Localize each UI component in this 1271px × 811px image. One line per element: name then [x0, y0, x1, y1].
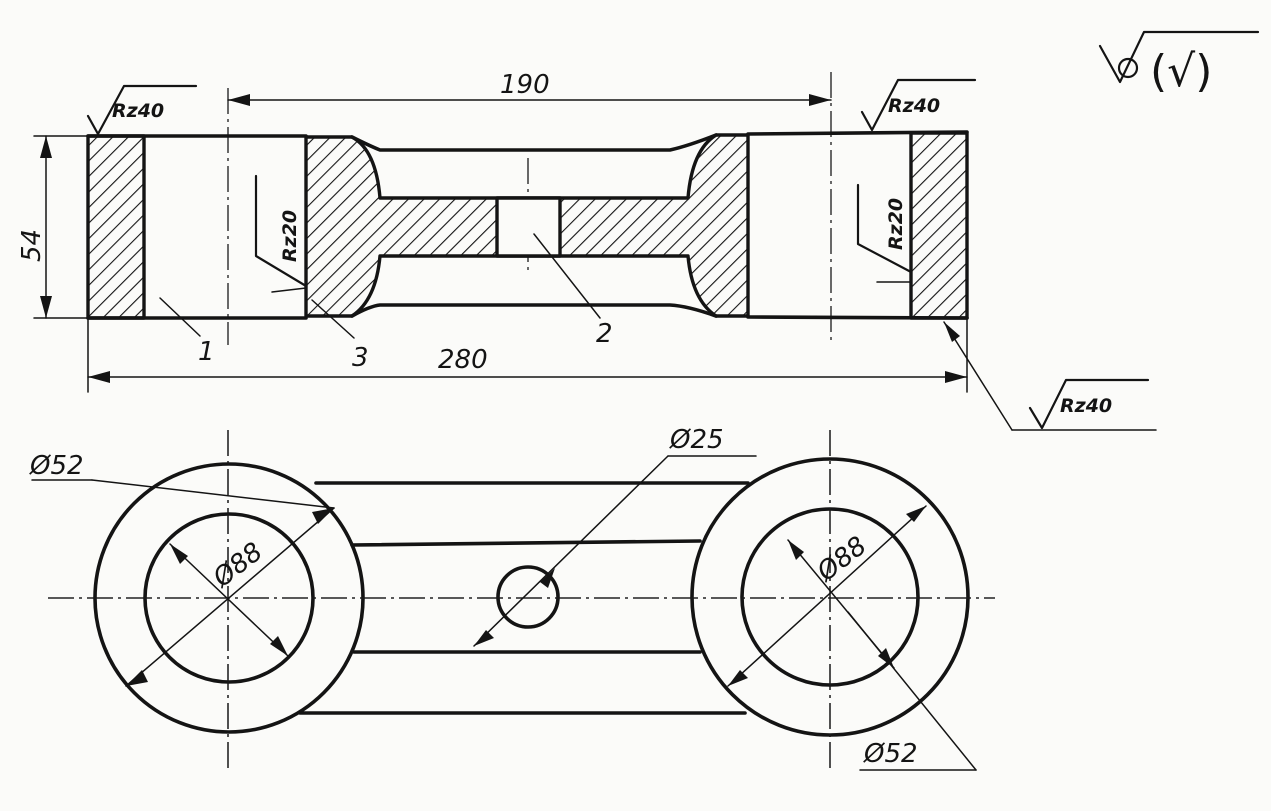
center-hole-section — [495, 196, 562, 258]
outline-bottom-right — [746, 315, 969, 320]
dimension-dia25: Ø25 — [473, 425, 757, 647]
dimension-dia88-left: Ø88 — [169, 537, 289, 657]
callout-1: 1 — [159, 297, 215, 367]
section-view — [86, 72, 969, 345]
callout-3: 3 — [311, 299, 369, 373]
roughness-bore-right-label: Rz20 — [885, 198, 907, 250]
dimension-dia25-label: Ø25 — [669, 425, 724, 455]
roughness-bore-left: Rz20 — [254, 174, 308, 293]
web-lower-flange — [350, 303, 718, 318]
roughness-bottom-right-label: Rz40 — [1060, 395, 1112, 417]
roughness-top-right: Rz40 — [860, 78, 977, 132]
web-upper-flange — [350, 133, 718, 152]
dimension-dia52-right: Ø52 — [727, 505, 977, 771]
roughness-top-left: Rz40 — [86, 84, 198, 136]
dimension-190: 190 — [227, 70, 832, 106]
dimension-54: 54 — [17, 135, 89, 319]
dimension-dia52-left: Ø52 — [29, 451, 335, 687]
roughness-bore-left-label: Rz20 — [279, 210, 301, 262]
left-end-wall-section — [86, 134, 146, 320]
center-hole-circle — [496, 565, 560, 629]
dimension-190-label: 190 — [500, 70, 550, 100]
callout-3-label: 3 — [352, 343, 369, 373]
right-end-wall-section — [909, 131, 969, 320]
callout-2: 2 — [533, 233, 613, 349]
callout-1-label: 1 — [198, 337, 215, 367]
dimension-280-label: 280 — [438, 345, 488, 375]
arm-inner-top — [350, 539, 702, 547]
dimension-dia52-right-label: Ø52 — [863, 739, 918, 769]
roughness-bore-right: Rz20 — [856, 183, 913, 283]
dimension-dia88-left-label: Ø88 — [207, 537, 268, 594]
roughness-general-label: (√) — [1150, 46, 1212, 97]
roughness-general-symbol: (√) — [1098, 30, 1260, 97]
plan-view — [48, 430, 995, 770]
callout-2-label: 2 — [596, 319, 613, 349]
roughness-top-right-label: Rz40 — [888, 95, 940, 117]
dimension-280: 280 — [87, 317, 968, 393]
dimension-54-label: 54 — [17, 229, 47, 262]
dimension-dia52-left-label: Ø52 — [29, 451, 84, 481]
outline-top-right — [746, 130, 969, 136]
dimension-dia88-right: Ø88 — [787, 531, 895, 669]
roughness-top-left-label: Rz40 — [112, 100, 164, 122]
roughness-bottom-right: Rz40 — [943, 321, 1157, 431]
